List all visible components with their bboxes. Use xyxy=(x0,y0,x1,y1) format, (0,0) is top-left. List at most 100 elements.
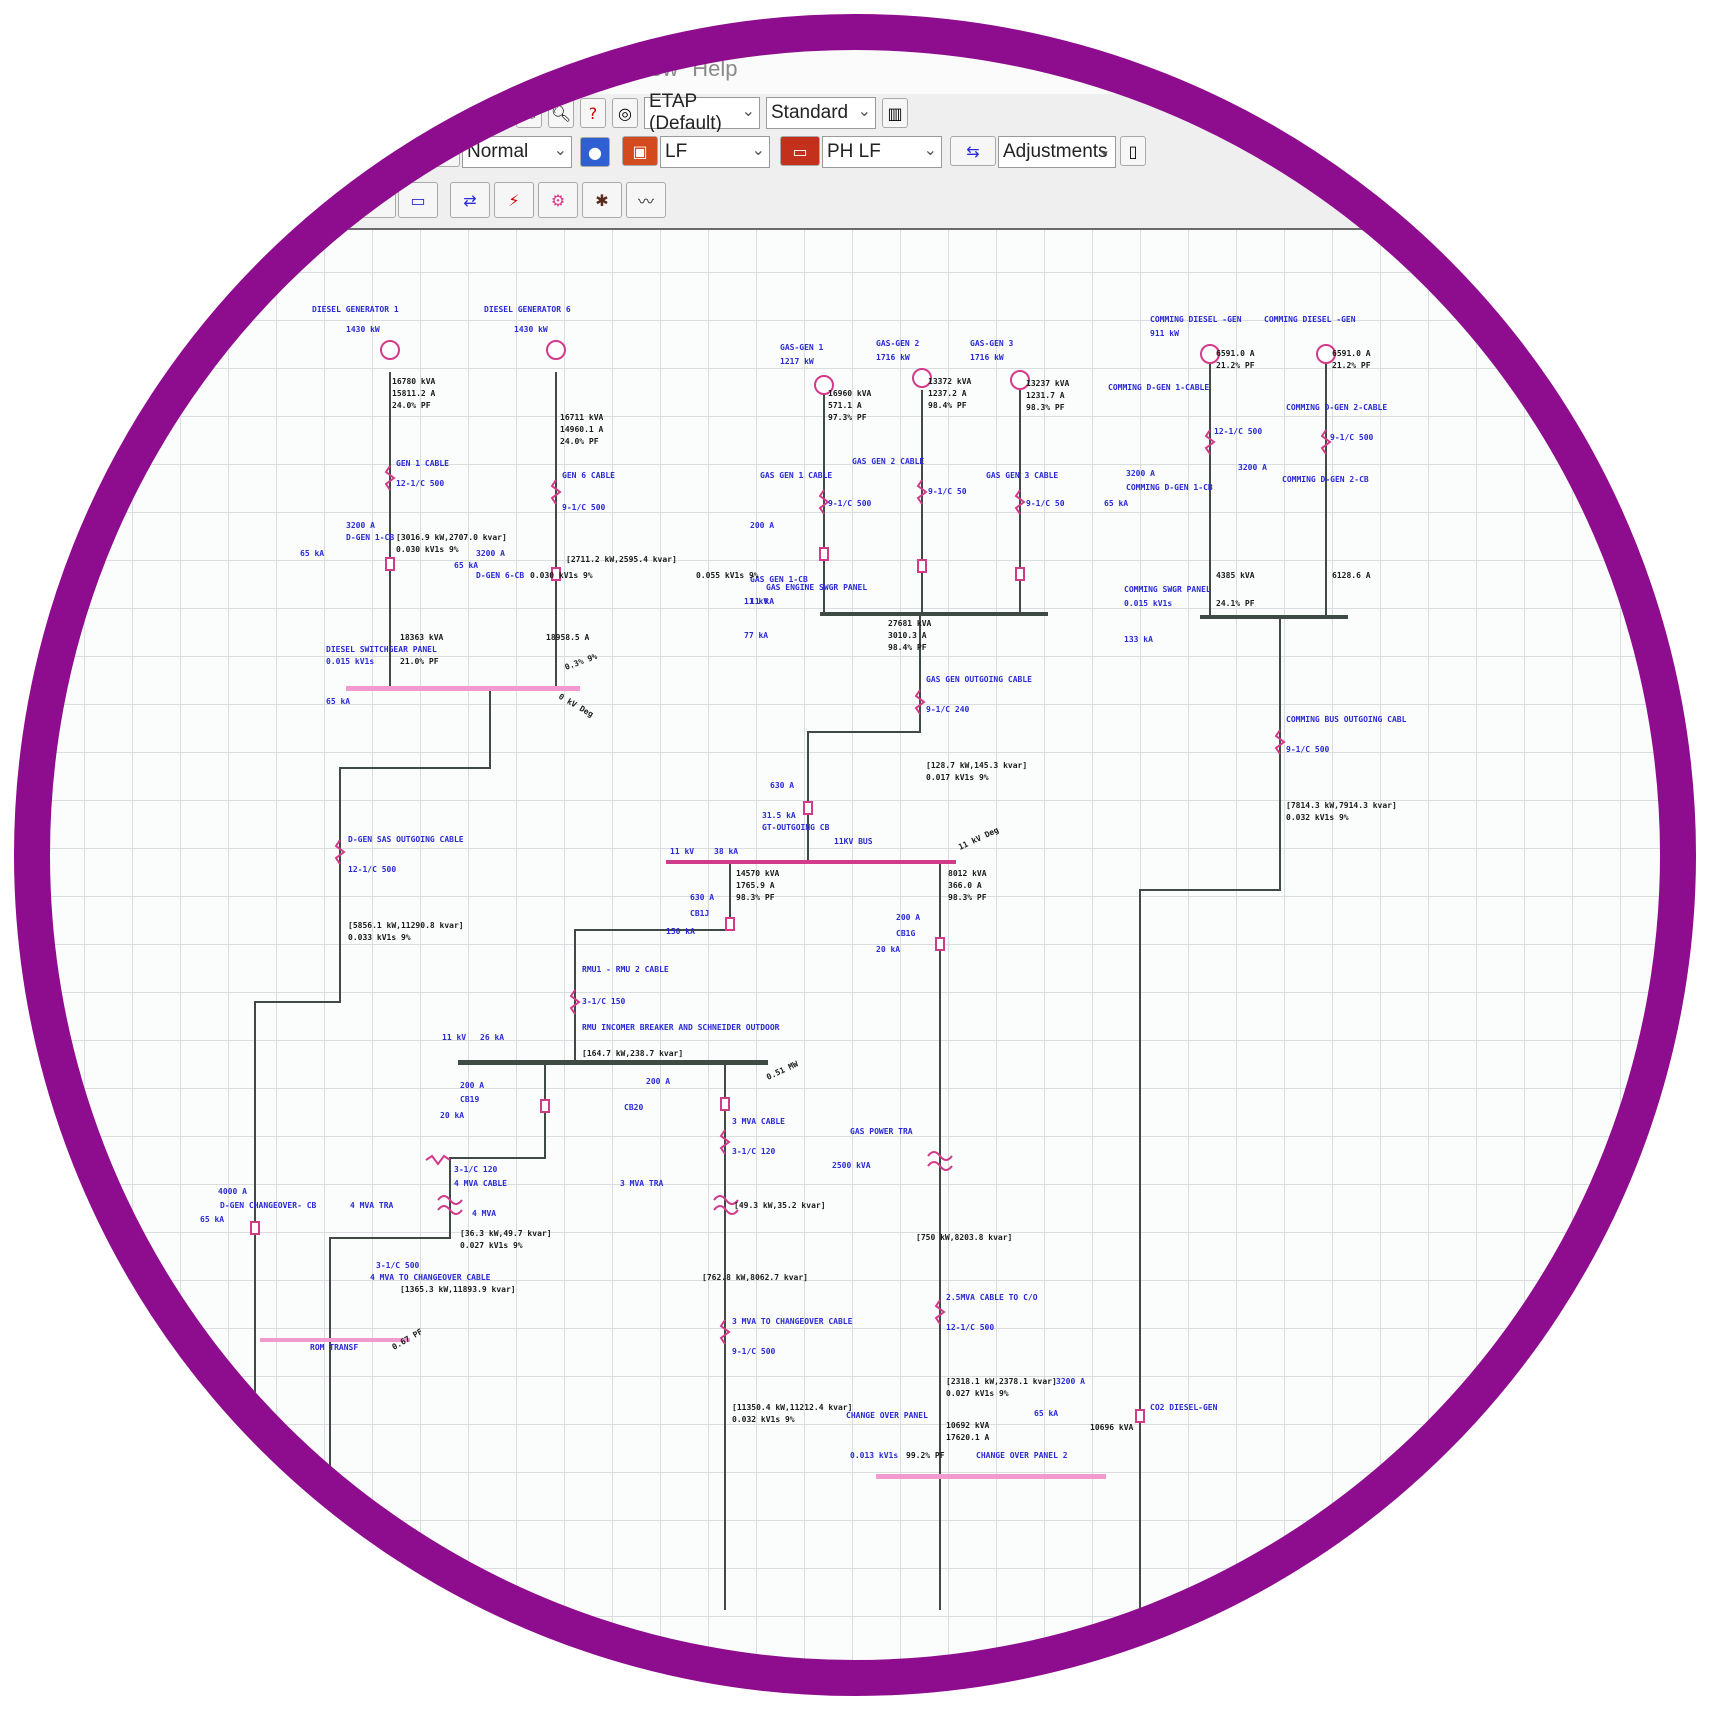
bus-flow: 4385 kVA xyxy=(1216,571,1255,580)
bus-kv: 0 kV Deg xyxy=(557,692,595,719)
cable-symbol[interactable] xyxy=(719,1319,731,1345)
one-line-diagram-canvas[interactable] xyxy=(50,230,1660,1660)
load-select[interactable]: PH LF⌄ xyxy=(822,136,942,168)
study-case-icon[interactable]: ▣ xyxy=(622,136,658,166)
generator-symbol[interactable] xyxy=(912,368,932,388)
cable-symbol[interactable] xyxy=(1204,429,1216,455)
study-case-select[interactable]: LF⌄ xyxy=(660,136,770,168)
binoculars-icon[interactable]: 🔍︎ xyxy=(548,98,574,128)
bus-gas-swgr[interactable] xyxy=(820,612,1048,616)
breaker-symbol[interactable] xyxy=(720,1097,730,1111)
cable-spec: 9-1/C 500 xyxy=(828,499,872,508)
breaker-rating: 3200 A xyxy=(346,521,375,530)
gen-flow: 1231.7 A xyxy=(1026,391,1065,400)
breaker-symbol[interactable] xyxy=(551,567,561,581)
breaker-symbol[interactable] xyxy=(917,559,927,573)
breaker-isc: 31.5 kA xyxy=(762,811,796,820)
config-icon[interactable]: ▥ xyxy=(882,98,908,128)
generator-symbol[interactable] xyxy=(546,340,566,360)
breaker-symbol[interactable] xyxy=(1135,1409,1145,1423)
harmonic-icon[interactable]: ✱ xyxy=(582,182,622,218)
generator-symbol[interactable] xyxy=(814,375,834,395)
breaker-symbol[interactable] xyxy=(1015,567,1025,581)
ring-note: 0.51 MW xyxy=(765,1059,800,1081)
menu-window[interactable]: Window xyxy=(600,56,679,81)
transformer-name: 4 MVA TRA xyxy=(350,1201,394,1210)
cable-symbol[interactable] xyxy=(569,989,581,1015)
transformer-symbol[interactable] xyxy=(437,1195,463,1215)
battery-icon[interactable]: ▭ xyxy=(398,182,438,218)
breaker-symbol[interactable] xyxy=(935,937,945,951)
bus-flow: 6128.6 A xyxy=(1332,571,1371,580)
voltage-drop: 0.030 kV1s 9% xyxy=(396,545,459,554)
load-icon[interactable]: ▭ xyxy=(780,136,820,166)
revision-select[interactable]: Normal⌄ xyxy=(462,136,572,168)
transformer-symbol[interactable] xyxy=(713,1195,739,1215)
view-icon[interactable]: ● xyxy=(580,137,610,167)
cable-symbol[interactable] xyxy=(550,479,562,505)
cable-name: 4 MVA CABLE xyxy=(454,1179,507,1188)
breaker-isc: 20 kA xyxy=(440,1111,464,1120)
breaker-symbol[interactable] xyxy=(540,1099,550,1113)
breaker-symbol[interactable] xyxy=(819,547,829,561)
breaker-rating: 200 A xyxy=(750,521,774,530)
report-icon[interactable]: ▯ xyxy=(1120,136,1146,166)
short-circuit-icon[interactable]: ⚡ xyxy=(494,182,534,218)
config-select[interactable]: Standard⌄ xyxy=(766,97,876,129)
edit-icon[interactable]: ✎ xyxy=(356,182,396,218)
power-drop: [750 kW,8203.8 kvar] xyxy=(916,1233,1012,1242)
gen-flow: 13237 kVA xyxy=(1026,379,1070,388)
bus-comming-swgr[interactable] xyxy=(1200,615,1348,619)
toolbar-separator xyxy=(50,228,1660,231)
bus-11kv[interactable] xyxy=(666,860,956,864)
gen-flow: 13372 kVA xyxy=(928,377,972,386)
breaker-isc: 11 kA xyxy=(750,597,774,606)
adjust-select[interactable]: Adjustments⌄ xyxy=(998,136,1116,168)
cable-symbol[interactable] xyxy=(384,465,396,491)
transformer-symbol[interactable] xyxy=(927,1151,953,1171)
breaker-symbol[interactable] xyxy=(250,1221,260,1235)
breaker-symbol[interactable] xyxy=(725,917,735,931)
power-drop: [5856.1 kW,11290.8 kvar] xyxy=(348,921,464,930)
cable-symbol[interactable] xyxy=(719,1129,731,1155)
generator-symbol[interactable] xyxy=(1316,344,1336,364)
generator-symbol[interactable] xyxy=(1010,370,1030,390)
one-line-diagram[interactable]: DIESEL GENERATOR 1 1430 kW 16780 kVA 158… xyxy=(50,50,1660,1660)
breaker-symbol[interactable] xyxy=(803,801,813,815)
bus-changeover-1[interactable] xyxy=(260,1338,410,1342)
cable-symbol[interactable] xyxy=(1320,429,1332,455)
cable-symbol[interactable] xyxy=(1014,489,1026,515)
open-icon[interactable]: ▤ xyxy=(484,98,510,128)
gen-flow: 24.0% PF xyxy=(392,401,431,410)
bus-rmu[interactable] xyxy=(458,1060,768,1065)
revision-icon[interactable]: ✓ xyxy=(430,137,460,167)
adjustments-icon[interactable]: ⇆ xyxy=(950,136,996,166)
cable-name: 3 MVA CABLE xyxy=(732,1117,785,1126)
cable-name: RMU INCOMER BREAKER AND SCHNEIDER OUTDOO… xyxy=(582,1023,780,1032)
globe-icon[interactable]: ◎ xyxy=(612,98,638,128)
cable-symbol[interactable] xyxy=(1274,729,1286,755)
cable-symbol[interactable] xyxy=(425,1154,451,1166)
generators xyxy=(380,340,1336,395)
breaker-symbol[interactable] xyxy=(385,557,395,571)
generator-symbol[interactable] xyxy=(1200,344,1220,364)
cable-symbol[interactable] xyxy=(934,1299,946,1325)
help-icon[interactable]: ? xyxy=(580,98,606,128)
cable-symbol[interactable] xyxy=(914,689,926,715)
cable-symbol[interactable] xyxy=(334,839,346,865)
gen-flow: 21.2% PF xyxy=(1332,361,1371,370)
menu-help[interactable]: Help xyxy=(692,56,738,81)
bus-changeover-2[interactable] xyxy=(876,1474,1106,1479)
transformers xyxy=(437,1151,953,1215)
presentation-select[interactable]: ETAP (Default)⌄ xyxy=(644,91,760,134)
cable-symbol[interactable] xyxy=(916,479,928,505)
motor-icon[interactable]: ⚙ xyxy=(538,182,578,218)
load-flow-icon[interactable]: ⇄ xyxy=(450,182,490,218)
generator-symbol[interactable] xyxy=(380,340,400,360)
bus-diesel-swgr[interactable] xyxy=(346,686,580,691)
cable-symbol[interactable] xyxy=(818,489,830,515)
print-icon[interactable]: ⎙ xyxy=(516,98,542,128)
stability-icon[interactable]: 〰 xyxy=(626,182,666,218)
bus-kv: 11 kV xyxy=(744,597,768,606)
